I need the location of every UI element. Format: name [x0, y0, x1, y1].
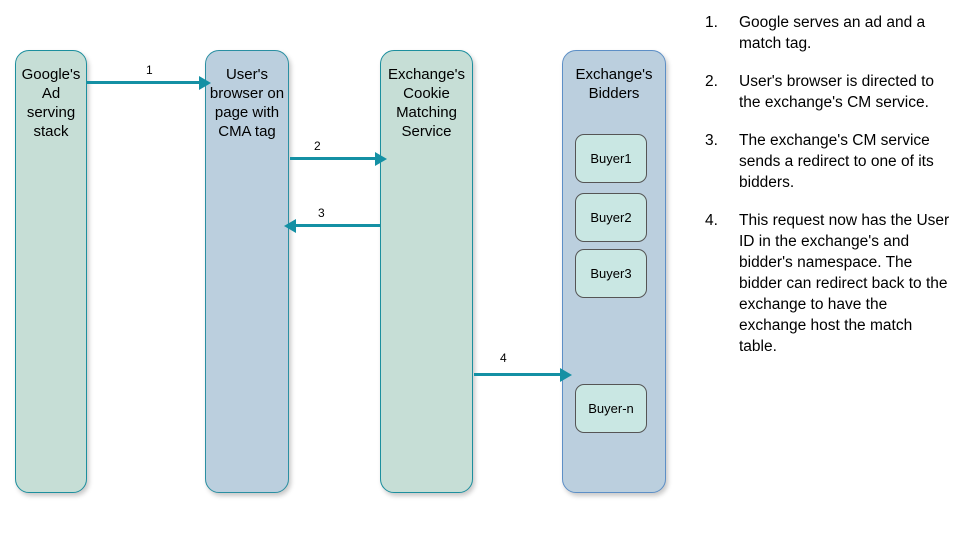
arrowhead-icon: [284, 218, 296, 233]
arrow-4-icon: [474, 367, 572, 382]
note-text: The exchange's CM service sends a redire…: [739, 132, 934, 191]
note-number: 3.: [705, 132, 718, 149]
arrow-4-label: 4: [500, 351, 507, 365]
arrowhead-icon: [560, 367, 572, 382]
buyer-label: Buyer2: [590, 209, 632, 225]
arrowhead-icon: [199, 75, 211, 90]
note-text: This request now has the User ID in the …: [739, 212, 950, 355]
node-label: Exchange's Bidders: [575, 66, 653, 102]
node-label: Google's Ad serving stack: [21, 66, 81, 140]
note-number: 4.: [705, 212, 718, 229]
node-google-ad-serving-stack: Google's Ad serving stack: [15, 50, 87, 493]
arrow-2-label: 2: [314, 139, 321, 153]
arrow-1-icon: [87, 75, 211, 90]
buyer-label: Buyer1: [590, 150, 632, 166]
note-item: 2. User's browser is directed to the exc…: [705, 71, 953, 113]
note-number: 2.: [705, 73, 718, 90]
buyer-label: Buyer3: [590, 265, 632, 281]
arrow-2-icon: [290, 151, 387, 166]
node-label: Exchange's Cookie Matching Service: [387, 66, 466, 140]
note-item: 4. This request now has the User ID in t…: [705, 210, 953, 357]
note-text: User's browser is directed to the exchan…: [739, 73, 935, 111]
node-exchange-cookie-matching-service: Exchange's Cookie Matching Service: [380, 50, 473, 493]
buyer-box: Buyer-n: [575, 384, 647, 433]
note-item: 3. The exchange's CM service sends a red…: [705, 130, 953, 193]
buyer-label: Buyer-n: [588, 400, 634, 416]
arrow-3-label: 3: [318, 206, 325, 220]
buyer-box: Buyer1: [575, 134, 647, 183]
node-user-browser: User's browser on page with CMA tag: [205, 50, 289, 493]
note-text: Google serves an ad and a match tag.: [739, 14, 926, 52]
note-number: 1.: [705, 14, 718, 31]
node-label: User's browser on page with CMA tag: [209, 66, 285, 140]
note-item: 1. Google serves an ad and a match tag.: [705, 12, 953, 54]
arrow-3-icon: [284, 218, 380, 233]
buyer-box: Buyer2: [575, 193, 647, 242]
arrow-1-label: 1: [146, 63, 153, 77]
notes-list: 1. Google serves an ad and a match tag. …: [705, 12, 953, 374]
arrowhead-icon: [375, 151, 387, 166]
buyer-box: Buyer3: [575, 249, 647, 298]
